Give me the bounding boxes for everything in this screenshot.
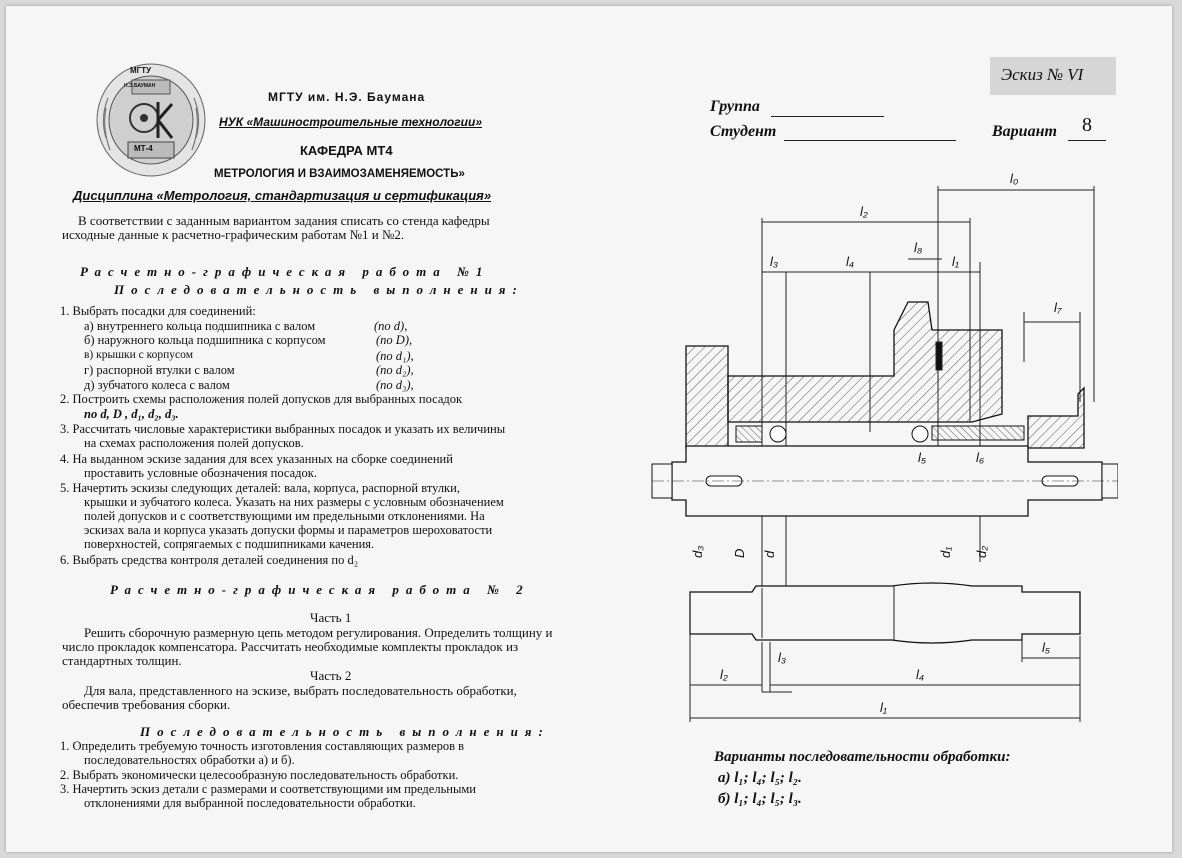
dim-D: D [732, 549, 747, 558]
work1-item: 3. Рассчитать числовые характеристики вы… [60, 422, 506, 436]
student-label: Студент [710, 123, 777, 140]
work1-item: поверхностей, сопрягаемых с подшипниками… [84, 537, 375, 551]
assembly-drawing: l₀ l₂ l₈ l₃ l₄ l₁ l₇ l₅ l₆ d₃ D d d₁ d₂ … [651, 171, 1118, 722]
variant-value: 8 [1082, 114, 1092, 136]
dim-l1: l₁ [952, 254, 959, 269]
group-field [771, 116, 884, 117]
sketch-title: Эскиз № VI [1001, 65, 1084, 84]
nuk-name: НУК «Машиностроительные технологии» [219, 115, 482, 129]
dim-d: d [762, 550, 777, 558]
dim-l2: l₂ [860, 204, 868, 219]
discipline-title: Дисциплина «Метрология, стандартизация и… [73, 188, 492, 203]
work1-ref: (по d₁), [376, 349, 414, 363]
variant-b: б) l₁; l₄; l₅; l₃. [718, 791, 802, 807]
group-label: Группа [710, 98, 760, 115]
work1-item: на схемах расположения полей допусков. [84, 436, 304, 450]
part1-line: Решить сборочную размерную цепь методом … [84, 625, 553, 640]
work2-item: 1. Определить требуемую точность изготов… [60, 739, 464, 753]
work1-item: по d, D , d₁, d₂, d₃. [84, 407, 179, 421]
work1-subtitle: Последовательность выполнения: [114, 282, 524, 297]
dim-l3-lower: l₃ [778, 650, 786, 665]
part2-line: обеспечив требования сборки. [62, 697, 231, 712]
dim-l8: l₈ [914, 240, 923, 255]
work1-item: эскизах вала и корпуса указать допуски ф… [84, 523, 493, 537]
sketch-title-box [990, 57, 1116, 95]
document-sheet: МГТУ Н.Э.БАУМАН МТ-4 МГТУ им. Н.Э. Баума… [6, 6, 1172, 852]
dim-l7: l₇ [1054, 300, 1062, 315]
department-title: КАФЕДРА МТ4 [300, 143, 393, 158]
work1-item: 2. Построить схемы расположения полей до… [60, 392, 463, 406]
work1-title: Расчетно-графическая работа №1 [80, 264, 490, 279]
work1-item: д) зубчатого колеса с валом [84, 378, 230, 392]
work1-item: б) наружного кольца подшипника с корпусо… [84, 333, 326, 347]
student-field [784, 140, 956, 141]
work1-item: крышки и зубчатого колеса. Указать на ни… [84, 495, 504, 509]
university-name: МГТУ им. Н.Э. Баумана [268, 90, 426, 104]
dim-l4: l₄ [846, 254, 854, 269]
work2-item: последовательностях обработки а) и б). [84, 753, 295, 767]
work1-ref: (по D), [376, 333, 413, 347]
variant-field [1068, 140, 1106, 141]
part2-label: Часть 2 [310, 668, 352, 683]
logo-text-bottom: МТ-4 [134, 144, 153, 153]
dim-l0: l₀ [1010, 171, 1019, 186]
work1-item: полей допусков и с соответствующими им п… [84, 509, 485, 523]
part1-label: Часть 1 [310, 610, 352, 625]
variant-a: а) l₁; l₄; l₅; l₂. [718, 770, 802, 786]
work1-item: проставить условные обозначения посадок. [84, 466, 317, 480]
work1-item: 6. Выбрать средства контроля деталей сое… [60, 553, 359, 567]
logo-text-side: Н.Э.БАУМАН [124, 83, 156, 89]
work2-item: 3. Начертить эскиз детали с размерами и … [60, 782, 476, 796]
dim-l5-lower: l₅ [1042, 640, 1051, 655]
part1-line: число прокладок компенсатора. Рассчитать… [62, 639, 519, 654]
work1-item: 1. Выбрать посадки для соединений: [60, 304, 256, 318]
intro-line-2: исходные данные к расчетно-графическим р… [62, 227, 405, 242]
work1-item: в) крышки с корпусом [84, 349, 193, 361]
work1-item: а) внутреннего кольца подшипника с валом [84, 319, 316, 333]
dim-d1: d₁ [938, 547, 953, 558]
work2-title: Расчетно-графическая работа № 2 [110, 582, 530, 597]
dim-l1-lower: l₁ [880, 700, 887, 715]
intro-line-1: В соответствии с заданным вариантом зада… [78, 213, 490, 228]
work1-item: 5. Начертить эскизы следующих деталей: в… [60, 481, 460, 495]
part1-line: стандартных толщин. [62, 653, 182, 668]
work2-item: отклонениями для выбранной последователь… [84, 796, 416, 810]
dim-d2: d₂ [974, 546, 989, 558]
dim-d3: d₃ [690, 546, 705, 558]
work2-subtitle: Последовательность выполнения: [140, 724, 550, 739]
dim-l6: l₆ [976, 450, 985, 465]
part2-line: Для вала, представленного на эскизе, выб… [84, 683, 517, 698]
department-name: МЕТРОЛОГИЯ И ВЗАИМОЗАМЕНЯЕМОСТЬ» [214, 168, 465, 180]
dim-l5: l₅ [918, 450, 927, 465]
work1-ref: (по d₂), [376, 363, 414, 377]
variant-label: Вариант [992, 123, 1057, 140]
variants-title: Варианты последовательности обработки: [714, 749, 1011, 765]
work1-ref: (по d₃), [376, 378, 414, 392]
work2-item: 2. Выбрать экономически целесообразную п… [60, 768, 459, 782]
university-logo [96, 63, 206, 177]
dim-l3: l₃ [770, 254, 778, 269]
work1-item: 4. На выданном эскизе задания для всех у… [60, 452, 453, 466]
dim-l4-lower: l₄ [916, 667, 924, 682]
work1-item: г) распорной втулки с валом [84, 363, 235, 377]
dim-l2-lower: l₂ [720, 667, 728, 682]
logo-text-top: МГТУ [130, 66, 152, 75]
work1-ref: (по d), [374, 319, 408, 333]
